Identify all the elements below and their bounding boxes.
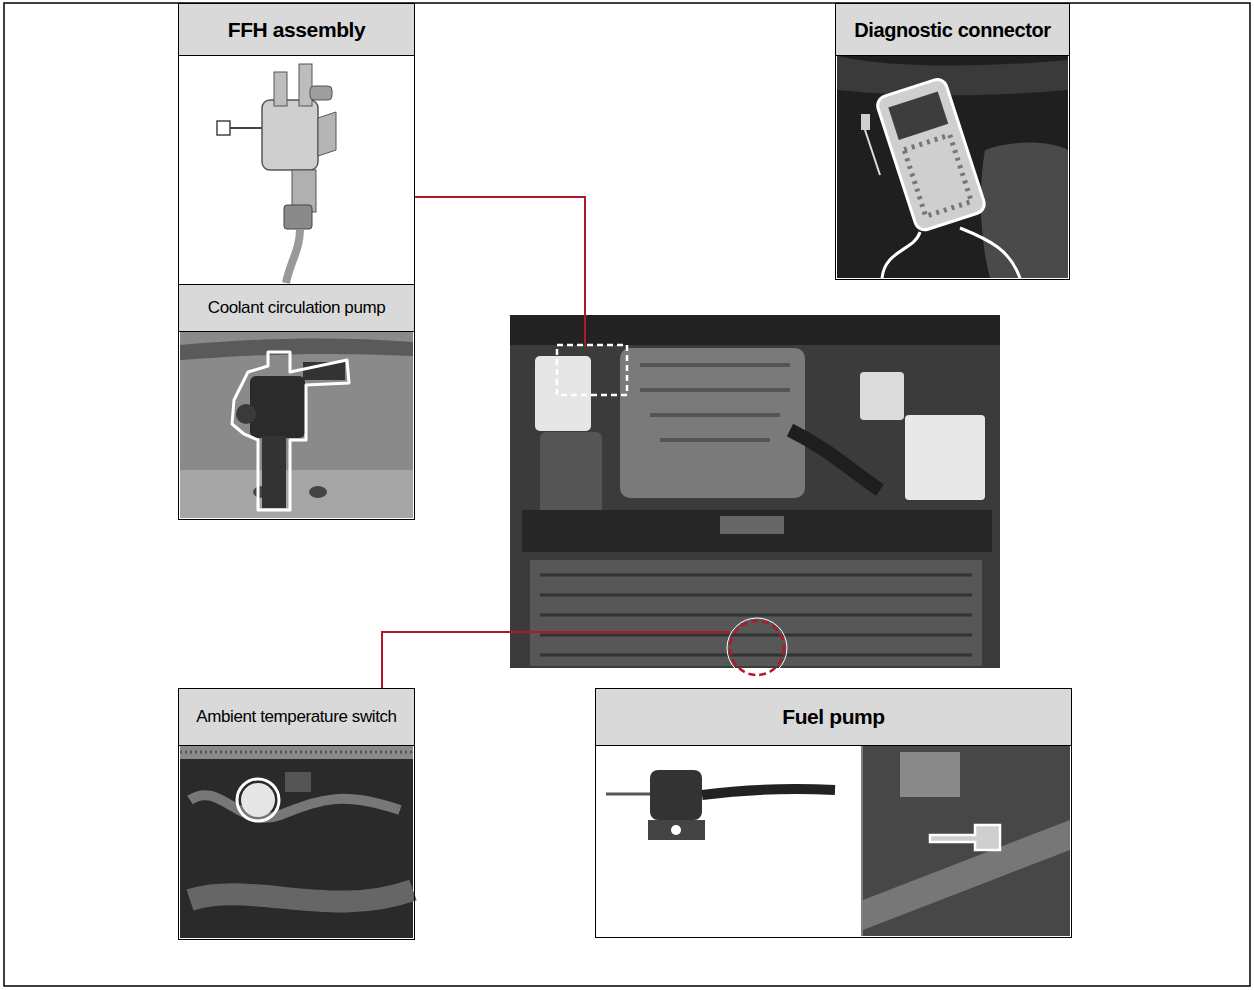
panel-header: Coolant circulation pump [179, 285, 414, 332]
rail-texture [180, 751, 413, 754]
callout-panel: Fuel pump [595, 688, 1072, 938]
scan-tool [875, 77, 987, 232]
scan-tool-keypad [904, 135, 971, 216]
transfer-case [900, 752, 960, 797]
hood-edge [510, 315, 1000, 345]
hood-latch [720, 516, 784, 534]
pump-body [250, 376, 305, 438]
part-outline [930, 825, 1000, 850]
seat [981, 143, 1068, 279]
coolant-reservoir [535, 356, 591, 431]
panel-header: Fuel pump [596, 689, 1071, 746]
photo-ground [510, 315, 1000, 668]
panel-title: Fuel pump [782, 705, 885, 728]
panel-title: Diagnostic connector [854, 19, 1050, 41]
photo-ground [837, 56, 1068, 278]
temperature-sensor [241, 783, 275, 817]
bolt-hole [309, 486, 327, 498]
callout-panel: FFH assembly [178, 3, 415, 285]
scan-tool-screen [888, 91, 948, 139]
grille-rail [180, 745, 413, 759]
hose [180, 338, 413, 360]
heater-bracket [318, 112, 336, 156]
heater-pipe [299, 64, 312, 106]
battery [905, 415, 985, 500]
grille-bars [540, 575, 972, 655]
pump-nut [236, 404, 256, 424]
bracket-hole [671, 825, 681, 835]
panel-header: FFH assembly [179, 4, 414, 56]
heater-body [262, 100, 318, 170]
part-outline [237, 779, 279, 821]
grille [530, 560, 982, 666]
photo-ground [597, 745, 862, 936]
photo-ground [180, 330, 413, 518]
panel-title: FFH assembly [228, 18, 366, 41]
obd-lead [865, 130, 880, 175]
engine-detail [640, 365, 790, 440]
pump-bracket [648, 820, 705, 840]
location-circle-halo [727, 618, 787, 678]
callout-panel: Ambient temperature switch [178, 688, 415, 940]
chassis-rail [863, 820, 1070, 930]
panel-title: Coolant circulation pump [208, 299, 386, 318]
obd-socket [861, 114, 870, 130]
harness-connector [285, 772, 311, 792]
exhaust-hose [286, 229, 300, 283]
pump-stud [606, 793, 652, 796]
leader-line [415, 197, 585, 345]
fuel-pump-body [650, 770, 702, 820]
panel-header: Ambient temperature switch [179, 689, 414, 746]
engine-block [620, 348, 805, 498]
heater-fitting [310, 86, 332, 100]
part-outline [232, 352, 349, 510]
fuel-line [702, 789, 835, 795]
photo-ground [180, 745, 413, 938]
page-frame [4, 3, 1250, 986]
radiator-support [522, 510, 992, 552]
wire [228, 127, 266, 129]
tool-cable [882, 228, 1020, 278]
picture-divider [862, 745, 863, 936]
intake-pipe [790, 430, 880, 490]
location-box [557, 345, 627, 395]
connector-plug [217, 121, 230, 135]
location-circle [730, 621, 784, 675]
callout-panel: Coolant circulation pump [178, 284, 415, 520]
steering-column [837, 56, 1068, 95]
fluid-reservoir [860, 372, 904, 420]
bracket-plate [180, 470, 413, 518]
callout-panel: Diagnostic connector [835, 3, 1070, 280]
heater-pipe [274, 72, 287, 106]
panel-header: Diagnostic connector [836, 4, 1069, 56]
photo-ground [863, 745, 1070, 936]
pump-inlet [262, 436, 286, 508]
photo-ground [180, 56, 413, 283]
wire-harness [190, 795, 400, 818]
leader-line [382, 632, 730, 688]
corrugated-hose [190, 890, 413, 902]
panel-title: Ambient temperature switch [196, 708, 396, 727]
exhaust-clamp [284, 205, 312, 229]
